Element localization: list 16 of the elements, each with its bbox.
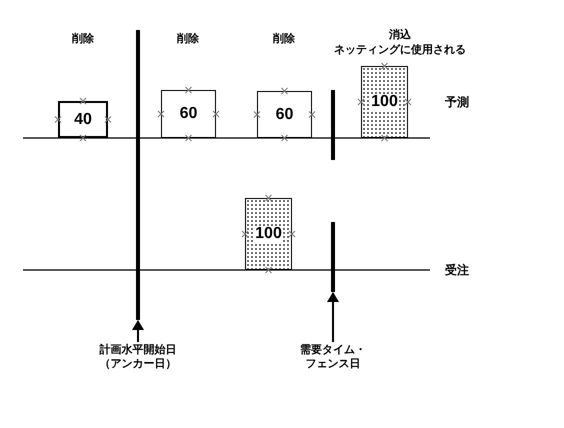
arrow [132, 320, 144, 342]
row-label: 予測 [445, 94, 469, 111]
vertical-bar [331, 222, 335, 292]
quantity-value: 40 [73, 112, 93, 128]
status-text: 消込 [389, 28, 411, 43]
status-text: ネッティングに使用される [334, 43, 466, 58]
status-text: 削除 [273, 32, 295, 47]
arrow [327, 292, 339, 342]
vertical-bar [331, 90, 335, 160]
quantity-value: 60 [274, 106, 294, 122]
row-label: 受注 [445, 262, 469, 279]
status-text: 削除 [177, 32, 199, 47]
status-text: 削除 [72, 32, 94, 47]
quantity-value: 100 [370, 94, 399, 110]
quantity-value: 100 [254, 226, 283, 242]
vertical-bar [136, 30, 140, 320]
